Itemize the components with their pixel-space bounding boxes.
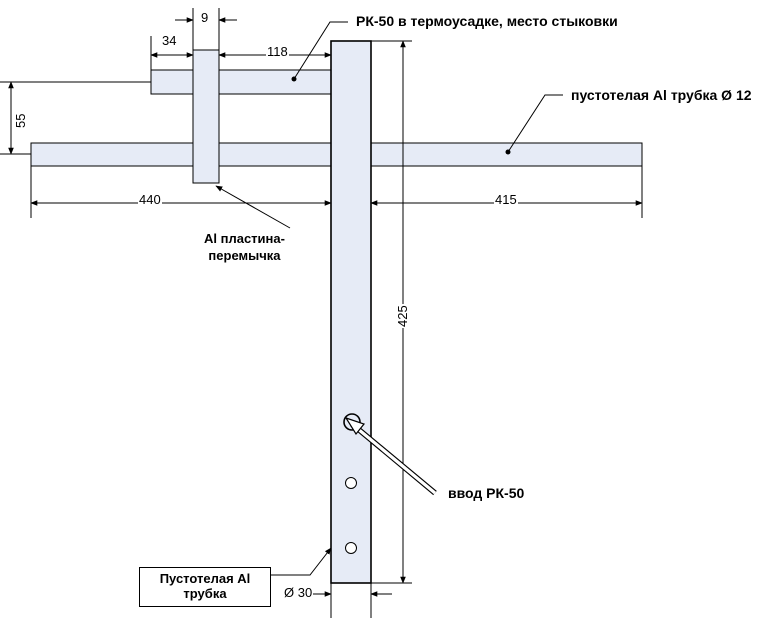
leader-tube12	[507, 94, 563, 153]
leader-connection	[293, 21, 348, 80]
feed-arrow-head	[344, 416, 366, 436]
plate-label: Al пластина- перемычка	[204, 230, 285, 264]
dim-118-label: 118	[266, 44, 289, 59]
leader-dot	[505, 149, 511, 155]
dim-55-label: 55	[13, 112, 28, 129]
dim-425-label: 425	[395, 304, 410, 328]
dim-30-label: Ø 30	[283, 585, 314, 600]
leader-main-tube	[269, 547, 332, 576]
dim-34-label: 34	[161, 33, 178, 48]
main-tube-box: Пустотелая Al трубка	[139, 567, 271, 607]
feed-label: ввод РК-50	[448, 485, 525, 501]
connection-label: РК-50 в термоусадке, место стыковки	[356, 13, 618, 29]
plate-label-line2: перемычка	[208, 248, 281, 263]
leader-plate	[215, 185, 291, 229]
tube12-label: пустотелая Al трубка Ø 12	[571, 87, 752, 103]
feed-arrow-fill	[356, 427, 437, 495]
dim-415-label: 415	[494, 192, 518, 207]
dim-9-label: 9	[200, 10, 210, 25]
dim-440-label: 440	[138, 192, 162, 207]
main-tube-line2: трубка	[183, 585, 227, 601]
jumper-plate	[192, 49, 220, 184]
mast-tube	[330, 40, 372, 584]
leader-dot	[291, 76, 297, 82]
hole	[345, 542, 357, 554]
hole	[345, 477, 357, 489]
upper-tube	[150, 69, 332, 95]
main-tube-line1: Пустотелая Al	[159, 571, 251, 586]
feed-hole	[343, 413, 361, 431]
plate-label-line1: Al пластина-	[204, 231, 285, 246]
